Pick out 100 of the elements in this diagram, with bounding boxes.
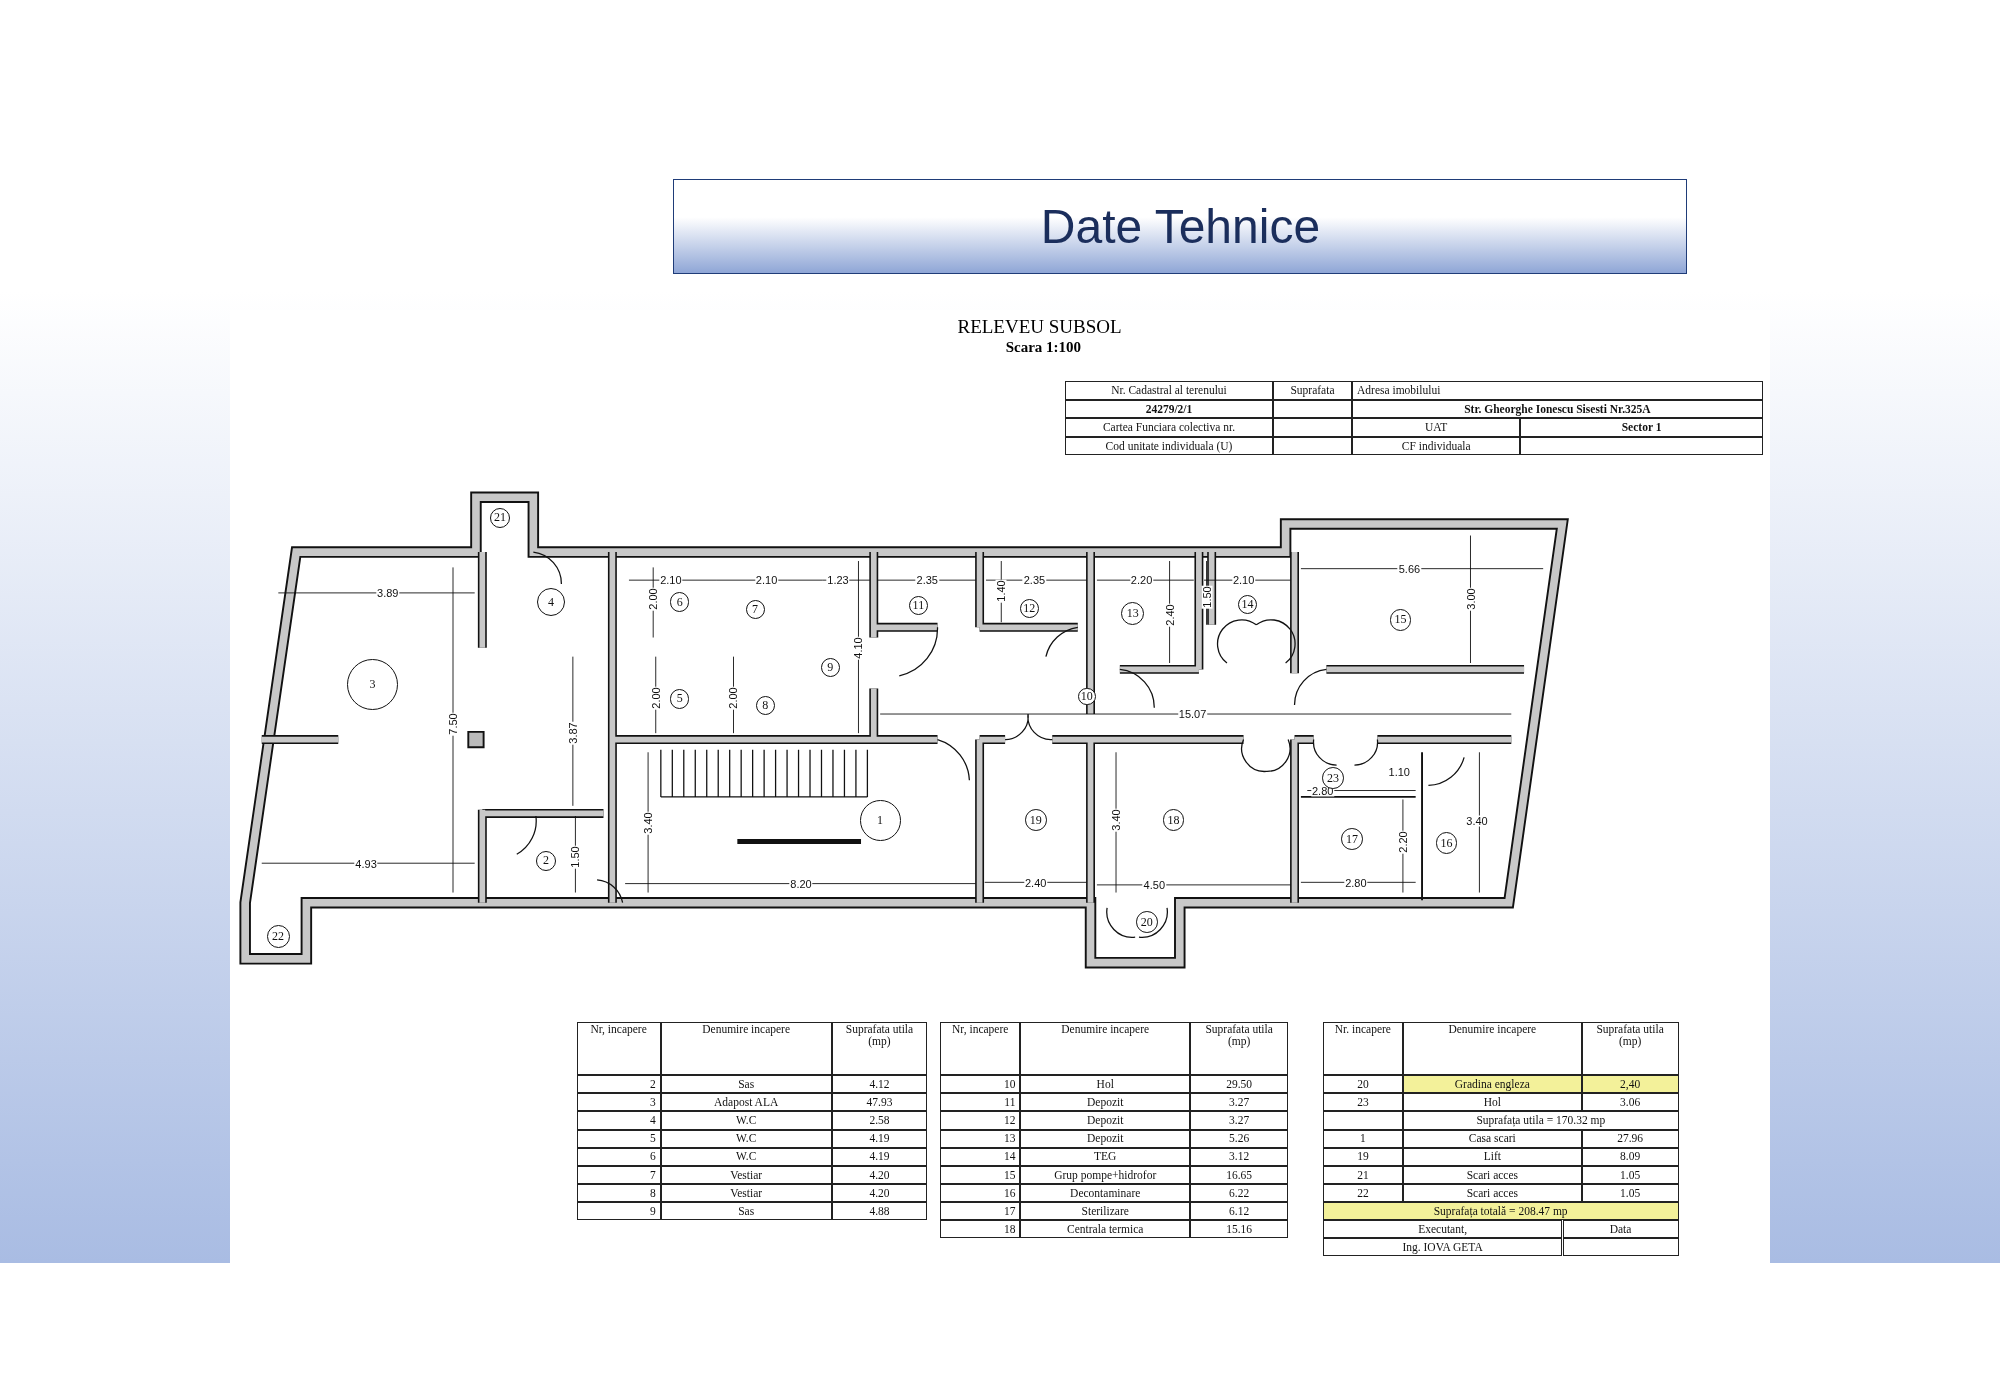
table-cell: 6.22 [1190,1183,1289,1203]
table-cell: 2,40 [1581,1075,1679,1094]
dimension-label: 4.93 [354,858,378,869]
table-cell: 10 [940,1075,1021,1094]
table-cell: 1 [1322,1129,1404,1148]
table-cell: 19 [1322,1147,1404,1166]
table-cell: Gradina engleza [1403,1075,1582,1094]
table-cell: 4.12 [831,1075,928,1094]
table-cell: 21 [1322,1165,1404,1184]
table-cell: Sterilizare [1020,1202,1191,1221]
table-cell: Hol [1020,1075,1191,1094]
table-cell: 13 [940,1129,1021,1148]
table-cell: Denumire incapere [660,1021,832,1076]
dimension-label: 2.40 [1024,877,1048,889]
table-cell: Cod unitate individuala (U) [1065,436,1273,456]
table-cell: 6 [576,1147,661,1166]
dimension-label: 1.40 [995,578,1007,603]
table-cell: 2 [576,1075,661,1094]
table-cell: UAT [1352,418,1521,437]
table-cell: Sector 1 [1520,418,1763,437]
dimension-label: 15.07 [1177,708,1208,720]
dimension-label: 7.50 [447,712,459,737]
table-cell: 9 [576,1202,661,1221]
table-cell: 3 [576,1093,661,1112]
table-cell: CF individuala [1352,436,1521,456]
table-cell: 11 [940,1093,1021,1112]
table-cell: Scari acces [1403,1165,1582,1184]
table-cell: Suprafata utila (mp) [831,1021,928,1076]
table-cell: W.C [660,1111,832,1130]
table-cell: 17 [940,1202,1021,1221]
table-cell: Denumire incapere [1020,1021,1191,1076]
table-cell: 4.19 [831,1147,928,1166]
table-cell: 4.88 [831,1202,928,1221]
table-cell: Nr, incapere [940,1021,1021,1076]
table-cell: Vestiar [660,1165,832,1184]
table-cell: Depozit [1020,1111,1191,1130]
table-cell: 2.58 [831,1111,928,1130]
table-cell: 18 [940,1220,1021,1239]
table-cell: 22 [1322,1183,1404,1203]
table-cell: Cartea Funciara colectiva nr. [1065,418,1273,437]
table-cell: 47.93 [831,1093,928,1112]
table-cell: 12 [940,1111,1021,1130]
table-cell: 29.50 [1190,1075,1289,1094]
table-cell: Suprafata [1272,381,1353,400]
table-cell: 3.06 [1581,1093,1679,1112]
table-cell: Ing. IOVA GETA [1322,1238,1563,1257]
dimension-label: 3.00 [1465,587,1477,612]
dimension-label: 2.00 [727,686,739,710]
table-cell: 4.19 [831,1129,928,1148]
dimension-label: 8.20 [789,878,813,890]
table-cell: 24279/2/1 [1065,399,1273,419]
table-cell: 4.20 [831,1183,928,1203]
dimension-label: 3.87 [567,721,579,746]
table-cell: 7 [576,1165,661,1184]
table-cell: TEG [1020,1147,1191,1166]
table-cell: Denumire incapere [1403,1021,1582,1076]
dimension-label: 1.50 [569,845,581,869]
table-cell: Depozit [1020,1093,1191,1112]
dimension-label: 2.00 [650,686,662,710]
table-cell: Sas [660,1075,832,1094]
table-cell: Suprafata utila (mp) [1581,1021,1679,1076]
table-cell: Nr, incapere [576,1021,661,1076]
table-cell: 27.96 [1581,1129,1679,1148]
plan-heading: Scara 1:100 [1005,339,1082,357]
table-cell: Hol [1403,1093,1582,1112]
dimension-label: 1.23 [826,574,850,586]
table-cell: 3.27 [1190,1111,1289,1130]
table-cell: 16 [940,1183,1021,1203]
table-cell: 23 [1322,1093,1404,1112]
table-cell: Executant, [1322,1220,1563,1239]
table-cell: Sas [660,1202,832,1221]
table-cell: 8.09 [1581,1147,1679,1166]
table-cell: Scari acces [1403,1183,1582,1203]
table-cell: Casa scari [1403,1129,1582,1148]
dimension-label: 1.50 [1201,585,1213,609]
table-cell: 5.26 [1190,1129,1289,1148]
dimension-label: 3.40 [642,811,654,835]
table-cell: Decontaminare [1020,1183,1191,1203]
dimension-label: 3.89 [376,587,400,599]
table-cell: Depozit [1020,1129,1191,1148]
table-cell: Nr. Cadastral al terenului [1065,381,1273,400]
dimension-label: 2.40 [1164,603,1176,627]
dimension-label: 1.10 [1387,766,1411,778]
table-cell: 1.05 [1581,1165,1679,1184]
table-cell: 3.12 [1190,1147,1289,1166]
table-cell: Lift [1403,1147,1582,1166]
table-cell: 5 [576,1129,661,1148]
table-cell: 8 [576,1183,661,1203]
table-cell: 3.27 [1190,1093,1289,1112]
table-cell: 1.05 [1581,1183,1679,1203]
table-cell: Adapost ALA [660,1093,832,1112]
table-cell: W.C [660,1129,832,1148]
table-cell: W.C [660,1147,832,1166]
table-cell: 14 [940,1147,1021,1166]
table-cell: Grup pompe+hidrofor [1020,1165,1191,1184]
dimension-label: 4.50 [1142,879,1167,891]
plan-heading: RELEVEU SUBSOL [957,316,1122,339]
table-cell: Nr. incapere [1322,1021,1404,1076]
table-cell: 4 [576,1111,661,1130]
table-cell: Suprafața totală = 208.47 mp [1322,1202,1679,1221]
